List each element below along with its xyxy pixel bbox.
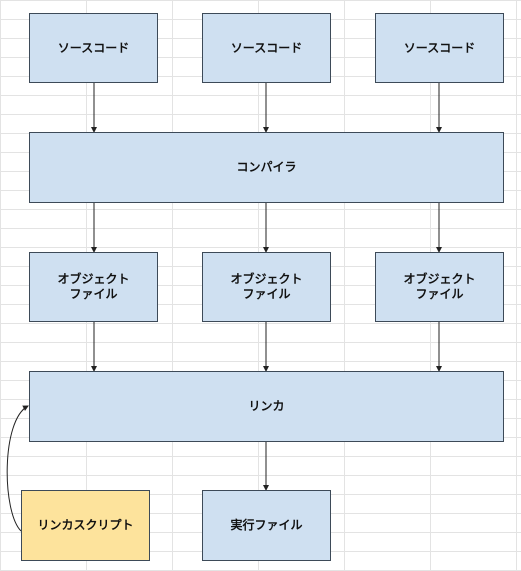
linker-node: リンカ — [29, 371, 504, 442]
object-file-node-2: オブジェクト ファイル — [202, 252, 331, 322]
edge-linkerscript-linker — [6, 405, 29, 532]
linker-script-node: リンカスクリプト — [21, 490, 150, 561]
source-code-node-3: ソースコード — [375, 13, 504, 83]
source-code-node-1: ソースコード — [29, 13, 158, 83]
object-file-node-3: オブジェクト ファイル — [375, 252, 504, 322]
compiler-node: コンパイラ — [29, 132, 504, 203]
source-code-node-2: ソースコード — [202, 13, 331, 83]
object-file-node-1: オブジェクト ファイル — [29, 252, 158, 322]
executable-file-node: 実行ファイル — [202, 490, 331, 561]
